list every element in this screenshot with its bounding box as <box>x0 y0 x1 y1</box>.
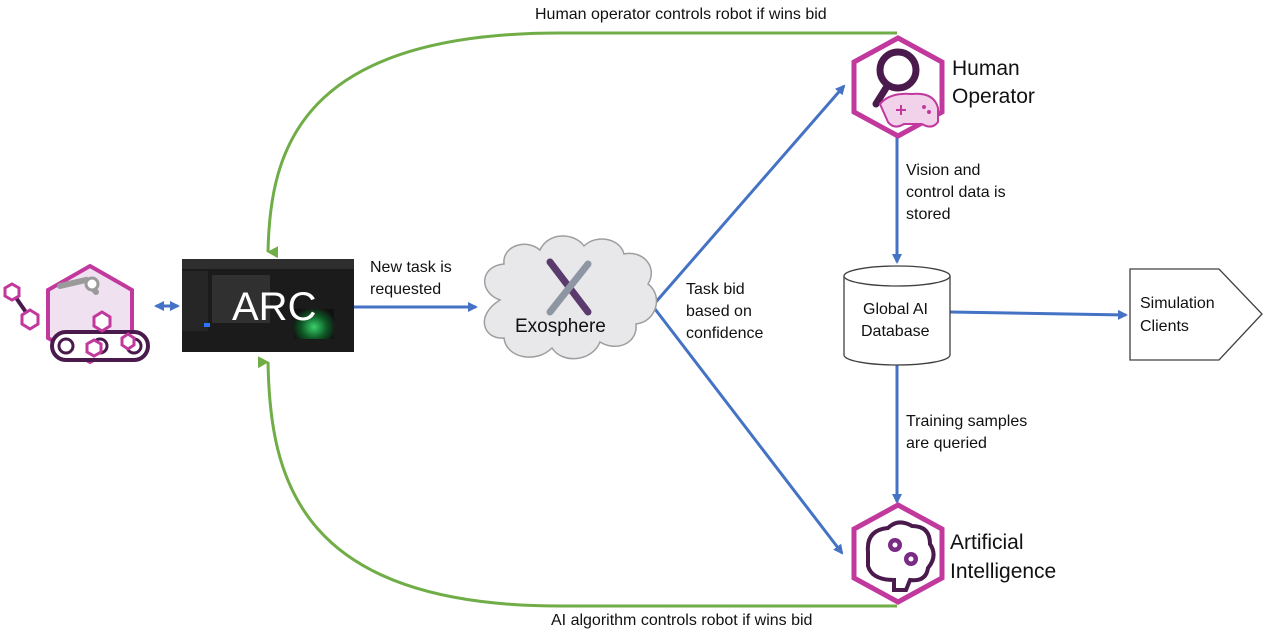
arc-radar-view <box>294 309 334 339</box>
bid-to-human-arrow <box>653 84 846 304</box>
new-task-label-line2: requested <box>370 281 442 298</box>
new-task-label-line1: New task is <box>370 259 452 276</box>
robot-icon <box>3 263 150 365</box>
arc-label: ARC <box>232 285 317 329</box>
bid-to-ai-arrow <box>653 308 844 555</box>
task-bid-line2: based on <box>686 303 752 320</box>
db-to-sim-arrow <box>949 309 1128 320</box>
human-operator-icon <box>851 35 945 139</box>
human-operator-line1: Human <box>952 57 1020 80</box>
database-cylinder-icon <box>843 265 951 366</box>
database-line2: Database <box>861 323 930 340</box>
top-loop-arrow <box>266 31 897 259</box>
vision-line3: stored <box>906 206 951 223</box>
exosphere-logo-icon <box>546 258 592 316</box>
top-loop-label: Human operator controls robot if wins bi… <box>535 6 827 23</box>
training-line2: are queried <box>906 435 987 452</box>
simulation-line2: Clients <box>1140 318 1189 335</box>
arc-blue-marker <box>204 323 210 327</box>
simulation-pentagon-icon <box>1129 268 1263 361</box>
training-line1: Training samples <box>906 413 1028 430</box>
ai-brain-icon <box>851 502 945 605</box>
exosphere-label: Exosphere <box>515 316 606 337</box>
bottom-loop-arrow <box>257 356 897 608</box>
simulation-line1: Simulation <box>1140 295 1215 312</box>
task-bid-line1: Task bid <box>686 281 745 298</box>
arc-toolbar <box>182 259 354 269</box>
arc-camera-panel <box>212 275 270 323</box>
exosphere-cloud <box>483 235 658 360</box>
vision-line2: control data is <box>906 184 1006 201</box>
database-line1: Global AI <box>863 301 928 318</box>
bottom-loop-label: AI algorithm controls robot if wins bid <box>551 612 813 629</box>
ai-line2: Intelligence <box>950 560 1057 583</box>
human-operator-line2: Operator <box>952 85 1035 108</box>
task-bid-line3: confidence <box>686 325 764 342</box>
ai-line1: Artificial <box>950 531 1024 554</box>
arc-software-screenshot <box>182 259 354 352</box>
arc-side-panel <box>182 271 208 331</box>
vision-line1: Vision and <box>906 162 981 179</box>
